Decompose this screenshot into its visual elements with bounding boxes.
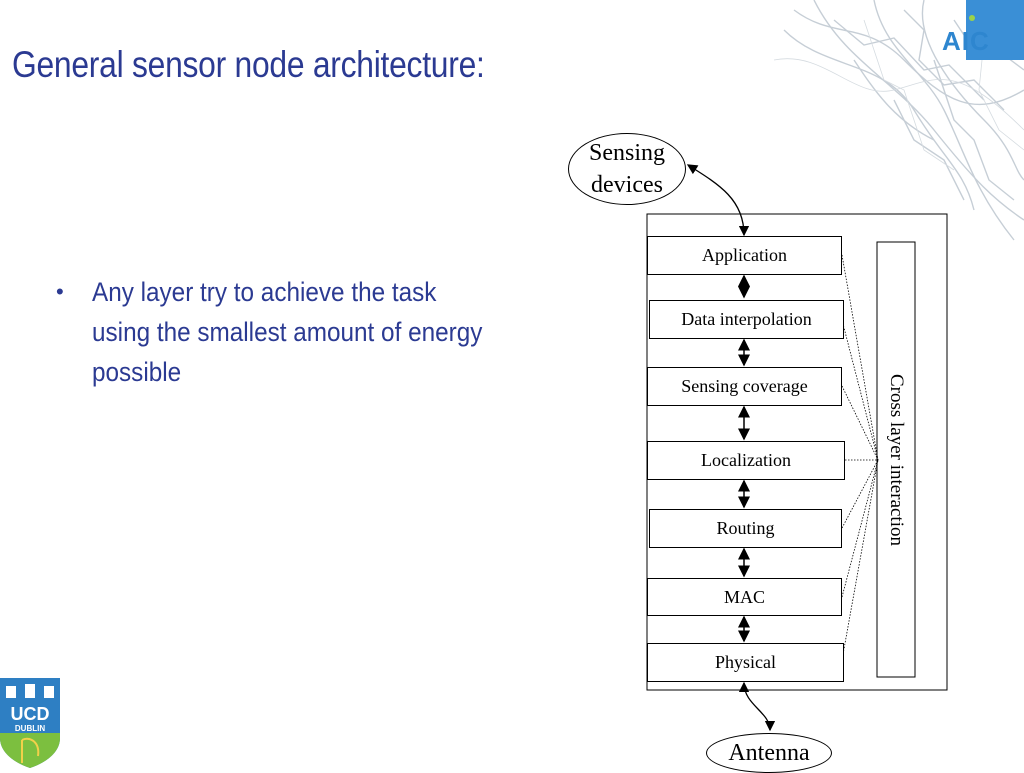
antenna-link-arrow <box>738 681 776 732</box>
aic-logo-block <box>966 0 1024 60</box>
slide-title: General sensor node architecture: <box>12 44 485 85</box>
aic-logo-text: AIC <box>942 26 990 56</box>
cross-layer-link <box>841 319 879 461</box>
layer-mac: MAC <box>647 578 842 616</box>
cross-layer-link <box>841 459 879 598</box>
cross-layer-link <box>841 459 879 529</box>
layer-data-interpolation: Data interpolation <box>649 300 844 339</box>
bullet-list: • Any layer try to achieve the task usin… <box>56 272 526 392</box>
ucd-crest-logo: UCD DUBLIN <box>0 678 60 768</box>
layer-routing: Routing <box>649 509 842 548</box>
cross-layer-box <box>876 241 916 678</box>
cross-layer-link <box>841 459 879 661</box>
ucd-text: UCD <box>11 704 50 724</box>
layer-localization: Localization <box>647 441 845 480</box>
cross-layer-link <box>841 254 879 461</box>
antenna-node: Antenna <box>706 733 832 773</box>
aic-dot-icon <box>969 15 975 21</box>
bullet-item: • Any layer try to achieve the task usin… <box>56 272 526 392</box>
bullet-dot-icon: • <box>56 279 64 304</box>
layer-application: Application <box>647 236 842 275</box>
network-background-decoration <box>774 0 1024 241</box>
ucd-dublin-text: DUBLIN <box>15 724 45 733</box>
sensing-devices-node: Sensing devices <box>568 133 686 205</box>
sensing-link-arrow <box>686 164 750 237</box>
cross-layer-label: Cross layer interaction <box>886 373 907 547</box>
bullet-text: Any layer try to achieve the task using … <box>92 277 483 387</box>
layer-sensing-coverage: Sensing coverage <box>647 367 842 406</box>
layer-physical: Physical <box>647 643 844 682</box>
cross-layer-link <box>841 385 879 461</box>
